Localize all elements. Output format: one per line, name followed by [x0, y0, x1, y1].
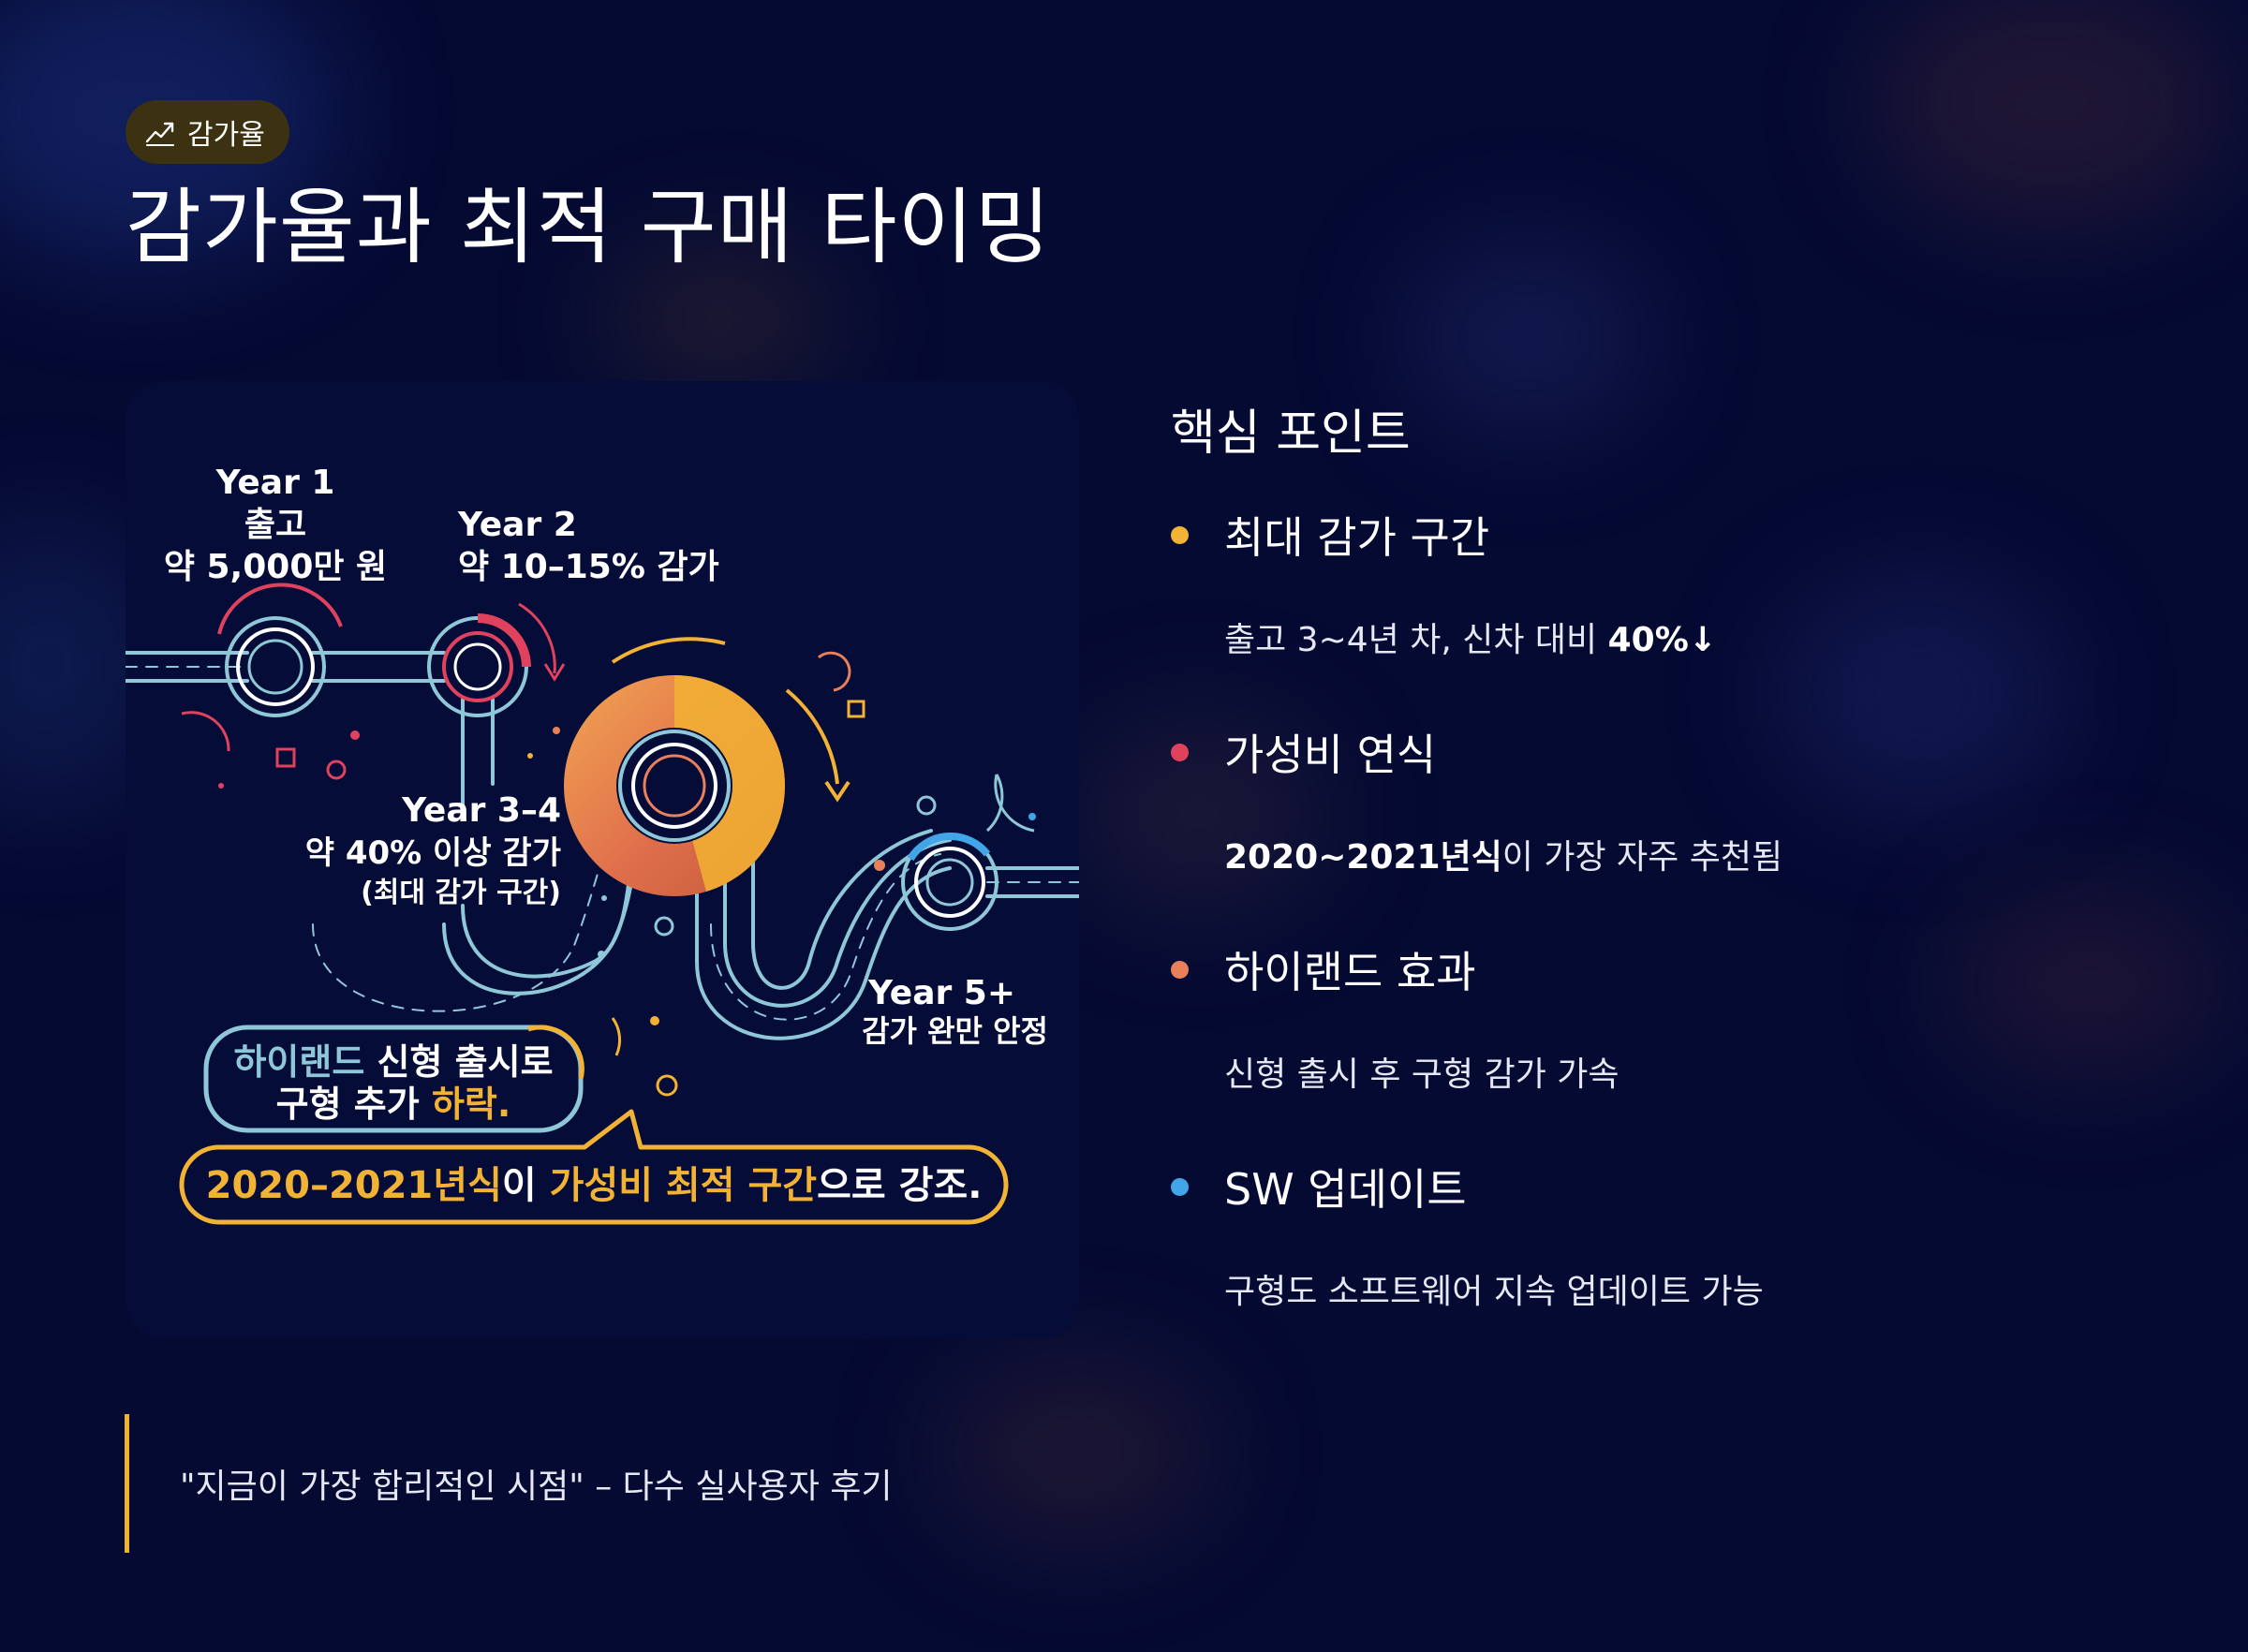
- key-point-desc: 구형도 소프트웨어 지속 업데이트 가능: [1224, 1273, 1764, 1311]
- year1-title: Year 1: [215, 464, 335, 502]
- year1-price: 약 5,000만 원: [164, 548, 387, 586]
- key-point-desc: 2020~2021년식이 가장 자주 추천됨: [1224, 838, 1783, 877]
- key-point-heading: SW 업데이트: [1224, 1164, 1467, 1215]
- bullet-dot: [1171, 743, 1189, 761]
- page-title: 감가율과 최적 구매 타이밍: [126, 179, 1052, 275]
- year2-rate: 약 10–15% 감가: [458, 548, 719, 586]
- highland-callout-accent: [527, 1025, 584, 1080]
- year1-sub: 출고: [244, 506, 306, 544]
- key-point-heading: 하이랜드 효과: [1224, 947, 1476, 997]
- background-glow: [1405, 243, 1649, 431]
- bullet-dot: [1171, 525, 1189, 544]
- year34-title: Year 3–4: [401, 791, 561, 830]
- optimal-callout-box: [179, 1109, 1009, 1225]
- bullet-dot: [1171, 960, 1189, 979]
- year5-title: Year 5+: [867, 974, 1015, 1012]
- highland-callout-line1: 하이랜드 신형 출시로: [233, 1041, 553, 1083]
- key-point-highland-effect: 하이랜드 효과 신형 출시 후 구형 감가 가속: [1171, 938, 2201, 1096]
- bullet-dot: [1171, 1177, 1189, 1196]
- depreciation-infographic: Year 1 출고 약 5,000만 원 Year 2 약 10–15% 감가 …: [126, 381, 1079, 1338]
- key-point-max-depreciation: 최대 감가 구간 출고 3~4년 차, 신차 대비 40%↓: [1171, 504, 2201, 661]
- background-glow: [1873, 0, 2229, 225]
- user-quote: "지금이 가장 합리적인 시점" – 다수 실사용자 후기: [180, 1468, 893, 1506]
- year2-node: [427, 602, 566, 717]
- category-tag: 감가율: [126, 100, 289, 164]
- decorative-dots: [181, 651, 1036, 1097]
- highland-callout-line2: 구형 추가 하락.: [276, 1084, 511, 1125]
- background-glow: [937, 1358, 1218, 1545]
- key-point-heading: 가성비 연식: [1224, 730, 1437, 780]
- key-point-desc: 신형 출시 후 구형 감가 가속: [1224, 1055, 1619, 1094]
- key-point-sw-update: SW 업데이트 구형도 소프트웨어 지속 업데이트 가능: [1171, 1156, 2201, 1313]
- key-points-title: 핵심 포인트: [1171, 406, 1411, 462]
- year34-rate: 약 40% 이상 감가: [305, 834, 561, 872]
- year1-node: [217, 583, 343, 717]
- year34-note: (최대 감가 구간): [361, 877, 561, 909]
- max-depreciation-donut: [564, 637, 850, 896]
- key-point-desc: 출고 3~4년 차, 신차 대비 40%↓: [1224, 621, 1717, 659]
- key-point-value-year: 가성비 연식 2020~2021년식이 가장 자주 추천됨: [1171, 721, 2201, 878]
- year5-note: 감가 완만 안정: [862, 1013, 1048, 1049]
- key-point-heading: 최대 감가 구간: [1224, 512, 1490, 563]
- quote-accent-bar: [125, 1414, 129, 1553]
- tag-label: 감가율: [187, 119, 265, 152]
- optimal-callout-text: 2020–2021년식이 가성비 최적 구간으로 강조.: [206, 1164, 983, 1207]
- year2-title: Year 2: [457, 506, 577, 544]
- trend-line-icon: [145, 122, 174, 146]
- year5-node: [901, 774, 1035, 931]
